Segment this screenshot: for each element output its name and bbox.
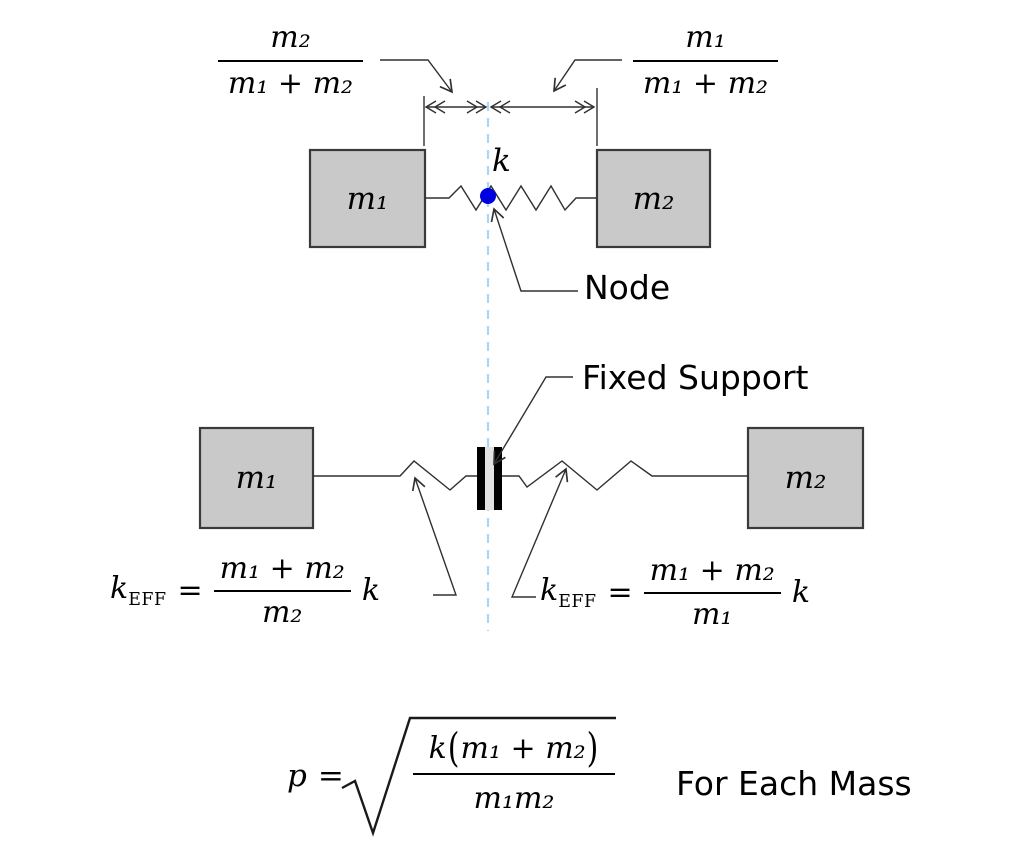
fraction-m2-over-total: m₂ m₁ + m₂ — [218, 20, 363, 101]
equals-sign: = — [607, 575, 633, 610]
fraction-denominator: m₁ + m₂ — [218, 60, 363, 101]
keff-fraction: m₁ + m₂ m₁ — [643, 553, 781, 632]
p-symbol: p — [287, 758, 307, 794]
node-dot — [480, 188, 496, 204]
spring-constant-label: k — [492, 143, 511, 179]
fraction-denominator: m₁ + m₂ — [633, 60, 778, 101]
leader-keff-right — [510, 467, 569, 598]
equals-sign: = — [317, 758, 344, 794]
keff-fraction: m₁ + m₂ m₂ — [213, 551, 351, 630]
leader-right-fraction — [553, 59, 622, 93]
mass2-label-top: m₂ — [632, 180, 675, 217]
fixed-support-label: Fixed Support — [582, 358, 809, 397]
radicand-denominator: m₁m₂ — [413, 773, 615, 821]
fraction-numerator: m₂ — [270, 20, 311, 55]
keff-lhs: kEFF — [110, 571, 167, 610]
mass2-label-mid: m₂ — [784, 460, 827, 496]
keff-left-equation: kEFF = m₁ + m₂ m₂ k — [110, 551, 380, 630]
mass1-label-mid: m₁ — [235, 460, 278, 496]
leader-node — [490, 207, 578, 292]
radicand-numerator: k(m₁ + m₂) — [428, 724, 599, 772]
spring-top — [425, 184, 597, 212]
right-paren: ) — [586, 724, 599, 772]
for-each-mass-label: For Each Mass — [676, 764, 912, 803]
node-label: Node — [584, 268, 671, 307]
fraction-m1-over-total: m₁ m₁ + m₂ — [633, 20, 778, 101]
mass2-box-top — [595, 148, 712, 249]
leader-left-fraction — [380, 59, 454, 94]
mass2-box-mid — [746, 426, 865, 530]
fraction-numerator: m₁ — [685, 20, 726, 55]
frequency-radicand-fraction: k(m₁ + m₂) m₁m₂ — [413, 723, 615, 821]
keff-right-equation: kEFF = m₁ + m₂ m₁ k — [540, 553, 810, 632]
leader-fixed-support — [493, 376, 573, 466]
mass1-label-top: m₁ — [346, 180, 389, 217]
keff-factor: k — [791, 575, 810, 610]
mass1-box-mid — [198, 426, 315, 530]
dimension-arrow-right — [489, 100, 596, 114]
mass1-box-top — [308, 148, 427, 249]
keff-factor: k — [361, 573, 380, 608]
leader-keff-left — [411, 476, 457, 596]
frequency-equation-lhs: p = — [287, 758, 344, 794]
fixed-support-bar-right — [494, 447, 502, 510]
left-paren: ( — [447, 724, 460, 772]
keff-lhs: kEFF — [540, 573, 597, 612]
fixed-support-bar-left — [477, 447, 485, 510]
equals-sign: = — [177, 573, 203, 608]
dimension-arrow-left — [424, 100, 488, 114]
radical-sign — [341, 716, 616, 837]
spring-mid — [313, 460, 748, 491]
